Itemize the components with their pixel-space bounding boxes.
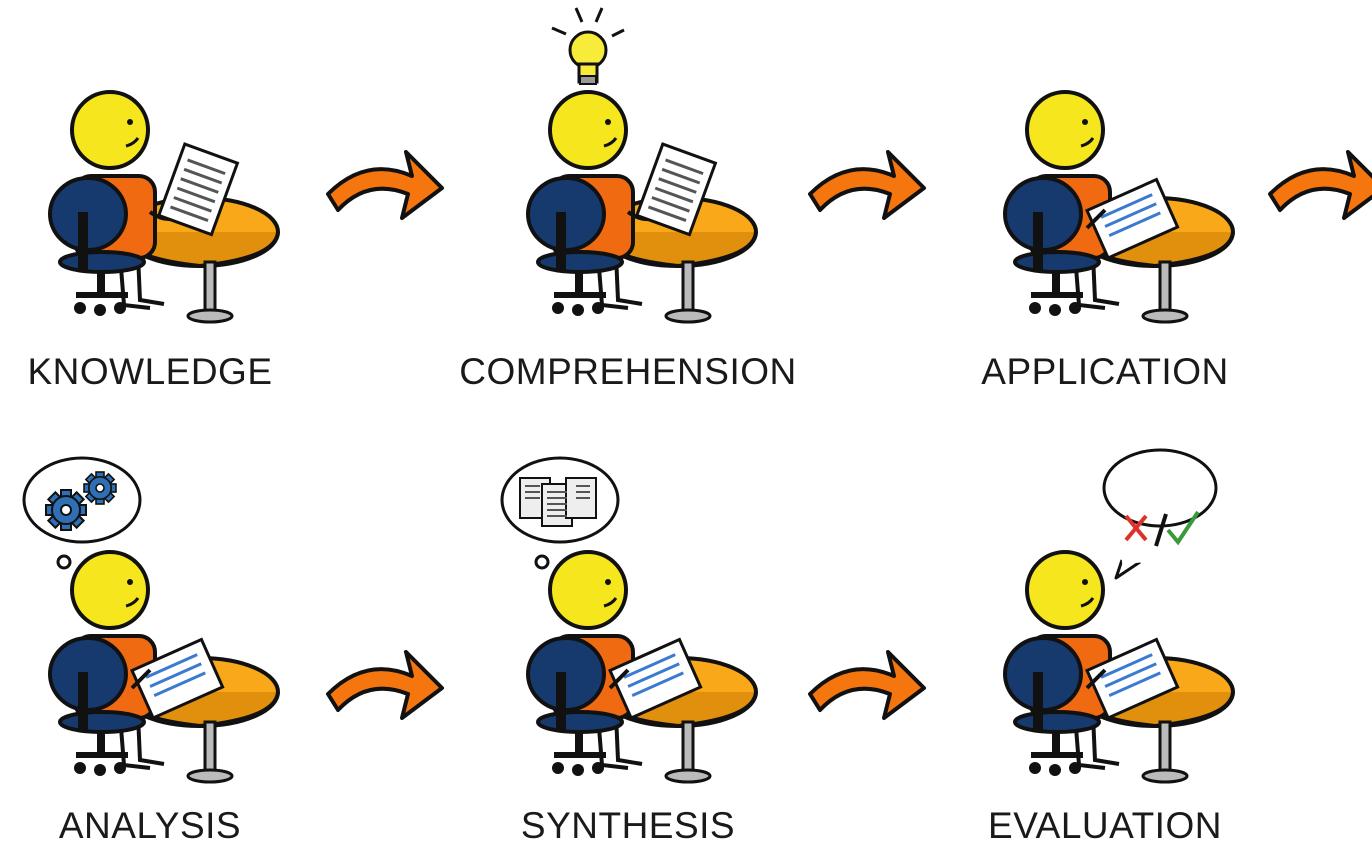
stage-synthesis-figure (528, 552, 756, 782)
stage-analysis-figure (50, 552, 278, 782)
documents-icon (519, 477, 597, 527)
check-icon (1166, 510, 1200, 546)
stage-evaluation-figure (1005, 552, 1233, 782)
stage-label-comprehension: COMPREHENSION (459, 351, 797, 392)
gear-icon (83, 471, 117, 505)
stage-label-evaluation: EVALUATION (988, 805, 1222, 846)
arrow-knowledge-to-comprehension (326, 150, 444, 220)
stage-comprehension-figure (528, 92, 756, 322)
arrow-comprehension-to-application (808, 150, 926, 220)
gear-icon (45, 489, 87, 531)
arrow-application-to-next (1268, 150, 1372, 220)
slash-divider (1154, 513, 1168, 547)
stage-label-knowledge: KNOWLEDGE (27, 351, 273, 392)
stage-knowledge-figure (50, 92, 278, 322)
stage-label-application: APPLICATION (981, 351, 1229, 392)
thought-bubble-gears (22, 456, 142, 570)
stage-label-analysis: ANALYSIS (58, 805, 242, 846)
lightbulb-icon (551, 7, 625, 85)
arrow-analysis-to-synthesis (326, 650, 444, 720)
stage-label-synthesis: SYNTHESIS (520, 805, 736, 846)
speech-bubble-evaluation (1102, 448, 1218, 580)
thought-bubble-documents (500, 456, 620, 570)
cross-icon (1124, 514, 1148, 542)
arrow-synthesis-to-evaluation (808, 650, 926, 720)
stage-application-figure (1005, 92, 1233, 322)
